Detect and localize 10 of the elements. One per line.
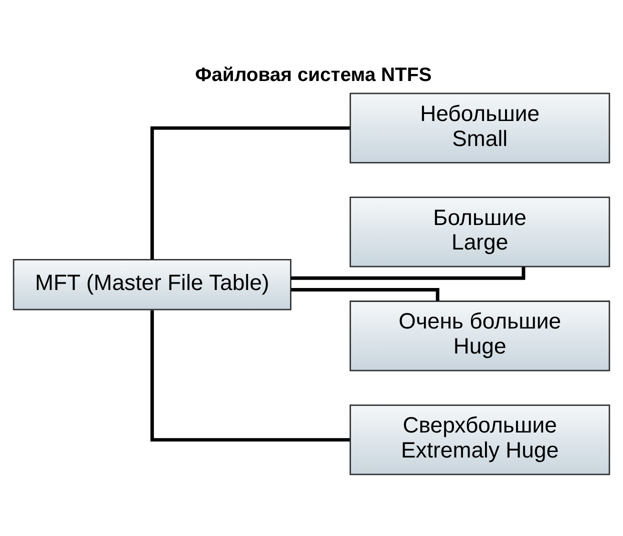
node-box: Небольшие Small	[350, 92, 610, 164]
node-box: Очень большие Huge	[350, 300, 610, 372]
connector	[290, 266, 526, 280]
connector	[291, 288, 440, 301]
node-box: MFT (Master File Table)	[12, 259, 292, 310]
connector	[150, 126, 350, 260]
diagram-title: Файловая система NTFS	[195, 64, 432, 86]
node-box: Сверхбольшие Extremaly Huge	[350, 404, 610, 476]
connector	[150, 310, 350, 442]
node-box: Большие Large	[350, 196, 610, 268]
